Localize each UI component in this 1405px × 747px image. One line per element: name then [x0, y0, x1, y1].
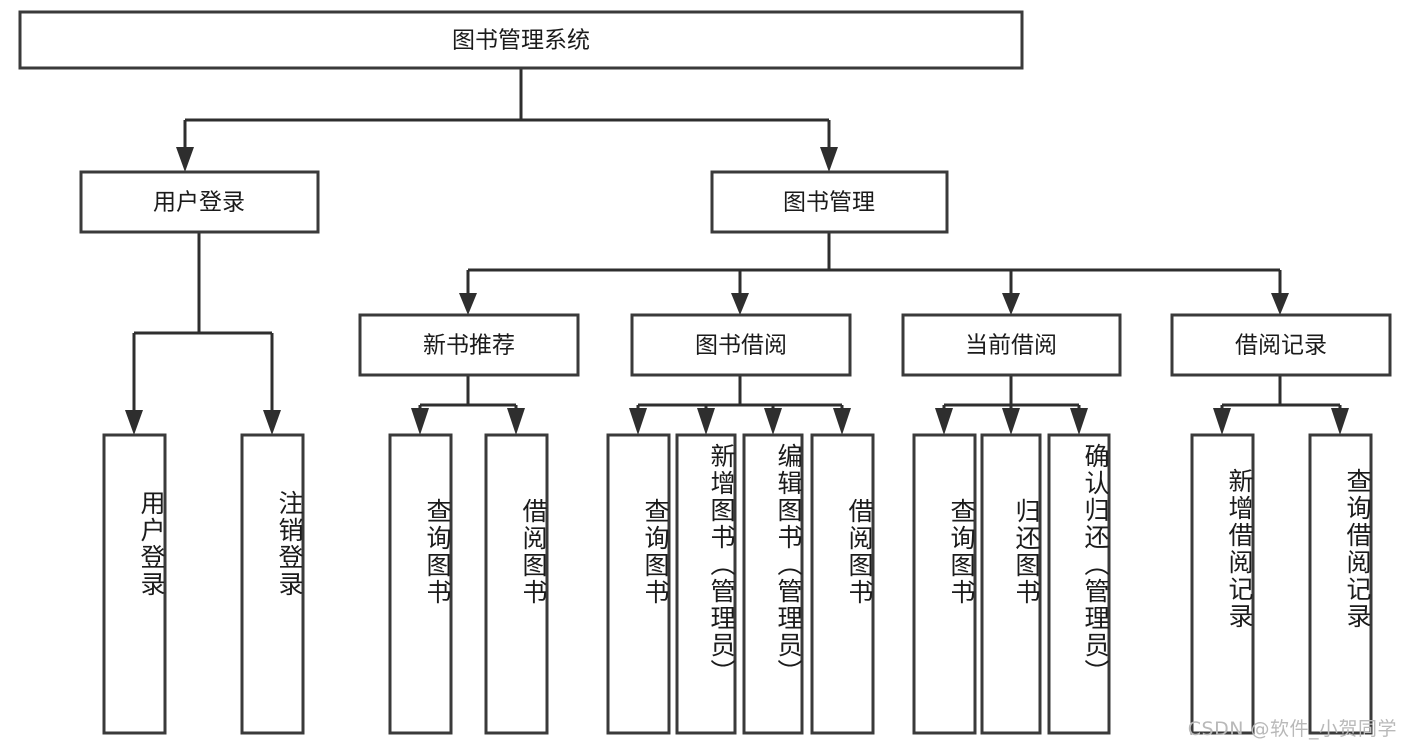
arrowhead-user-login — [176, 147, 194, 172]
leaf-box-8[interactable] — [810, 433, 875, 735]
node-book-mgmt-box[interactable] — [710, 170, 949, 234]
arrowhead-book-mgmt — [820, 147, 838, 172]
arrowhead-leaf-11 — [1070, 408, 1088, 435]
leaf-box-7[interactable] — [742, 433, 804, 735]
leaf-box-1[interactable] — [102, 433, 167, 735]
leaf-box-5[interactable] — [606, 433, 671, 735]
node-book-mgmt-label: 图书管理 — [783, 190, 875, 216]
arrowhead-new-books — [459, 293, 477, 315]
node-new-books-box[interactable] — [358, 313, 580, 377]
leaf-box-2[interactable] — [240, 433, 305, 735]
node-current-borrow-label: 当前借阅 — [965, 333, 1057, 359]
node-user-login-box[interactable] — [79, 170, 320, 234]
leaf-box-9[interactable] — [912, 433, 977, 735]
leaf-box-13[interactable] — [1308, 433, 1373, 735]
arrowhead-leaf-9 — [935, 408, 953, 435]
node-borrow-record-box[interactable] — [1170, 313, 1392, 377]
connector-layer — [125, 68, 1349, 435]
node-borrow-books-label: 图书借阅 — [695, 333, 787, 359]
leaf-box-4[interactable] — [484, 433, 549, 735]
leaf-box-12[interactable] — [1190, 433, 1255, 735]
arrowhead-leaf-3 — [411, 408, 429, 435]
node-borrow-books-box[interactable] — [630, 313, 852, 377]
node-root-label: 图书管理系统 — [452, 28, 590, 54]
arrowhead-leaf-8 — [833, 408, 851, 435]
arrowhead-leaf-10 — [1002, 408, 1020, 435]
leaf-box-6[interactable] — [675, 433, 737, 735]
arrowhead-leaf-2 — [263, 410, 281, 435]
node-current-borrow-box[interactable] — [901, 313, 1122, 377]
watermark-text: CSDN @软件_小贺同学 — [1187, 718, 1397, 740]
arrowhead-leaf-4 — [507, 408, 525, 435]
leaf-node-layer — [102, 433, 1373, 735]
arrowhead-leaf-13 — [1331, 408, 1349, 435]
arrowhead-leaf-1 — [125, 410, 143, 435]
node-new-books-label: 新书推荐 — [423, 333, 515, 359]
leaf-box-10[interactable] — [980, 433, 1042, 735]
node-borrow-record-label: 借阅记录 — [1235, 333, 1327, 359]
arrowhead-leaf-6 — [697, 408, 715, 435]
leaf-box-11[interactable] — [1047, 433, 1111, 735]
arrowhead-leaf-7 — [764, 408, 782, 435]
arrowhead-borrow-record — [1271, 293, 1289, 315]
node-user-login-label: 用户登录 — [153, 190, 245, 216]
node-layer: 图书管理系统 用户登录 图书管理 新书推荐 图书借阅 当前借阅 借阅记录 — [18, 10, 1392, 377]
arrowhead-leaf-12 — [1213, 408, 1231, 435]
arrowhead-leaf-5 — [629, 408, 647, 435]
node-root-box[interactable] — [18, 10, 1024, 70]
leaf-box-3[interactable] — [388, 433, 453, 735]
arrowhead-borrow-books — [731, 293, 749, 315]
arrowhead-current-borrow — [1002, 293, 1020, 315]
